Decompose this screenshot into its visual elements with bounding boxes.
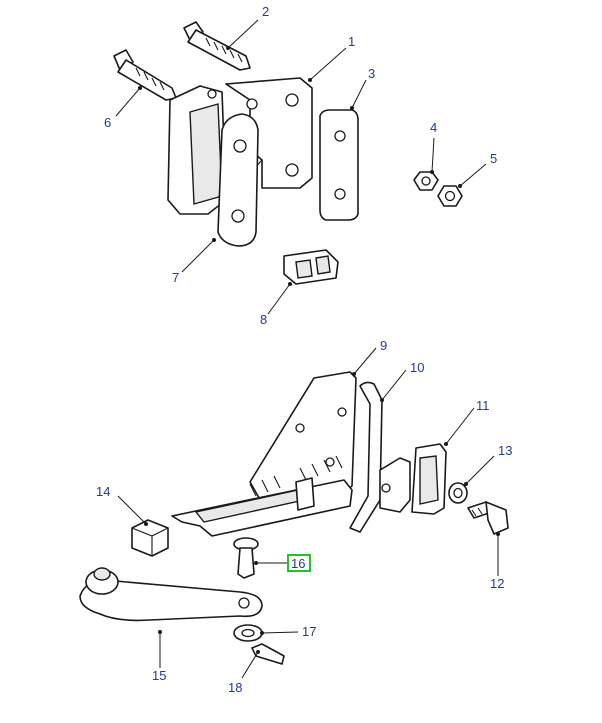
callout-16[interactable]: 16 [291, 556, 305, 571]
part-4-nut[interactable] [413, 171, 439, 191]
callout-15[interactable]: 15 [152, 668, 166, 683]
callout-17[interactable]: 17 [302, 624, 316, 639]
part-10-rod[interactable] [349, 381, 383, 533]
callout-14[interactable]: 14 [96, 484, 110, 499]
callout-12[interactable]: 12 [490, 576, 504, 591]
leader-lines [115, 19, 500, 679]
part-6-bolt[interactable] [113, 49, 177, 101]
part-14-block[interactable] [131, 519, 169, 557]
callout-7[interactable]: 7 [172, 270, 179, 285]
part-9-latch-bracket[interactable] [171, 371, 357, 537]
part-7-hinge-plate[interactable] [217, 113, 259, 247]
part-11-hinge-latch[interactable] [379, 443, 447, 515]
callout-6[interactable]: 6 [104, 115, 111, 130]
callout-11[interactable]: 11 [476, 398, 490, 413]
part-3-plate[interactable] [319, 109, 359, 221]
callout-9[interactable]: 9 [380, 338, 387, 353]
callout-1[interactable]: 1 [348, 34, 355, 49]
callouts: 2 1 3 4 5 6 7 8 9 10 11 13 12 14 15 17 1… [96, 4, 512, 695]
callout-3[interactable]: 3 [368, 66, 375, 81]
callout-10[interactable]: 10 [410, 360, 424, 375]
part-12-bolt[interactable] [467, 501, 509, 535]
part-18-clip[interactable] [251, 643, 285, 665]
part-15-arm[interactable] [79, 567, 263, 622]
callout-13[interactable]: 13 [498, 443, 512, 458]
callout-8[interactable]: 8 [260, 312, 267, 327]
callout-4[interactable]: 4 [430, 120, 437, 135]
callout-18[interactable]: 18 [228, 680, 242, 695]
callout-16-highlight-box [287, 554, 311, 572]
part-5-nut[interactable] [437, 185, 463, 207]
part-13-washer[interactable] [448, 482, 468, 504]
part-17-washer[interactable] [233, 624, 263, 642]
part-1-hinge-bracket[interactable] [167, 77, 313, 215]
callout-2[interactable]: 2 [262, 4, 269, 19]
part-16-pin[interactable] [233, 537, 259, 579]
part-8-clip[interactable] [283, 249, 339, 285]
part-2-bolt[interactable] [183, 21, 251, 71]
callout-5[interactable]: 5 [490, 151, 497, 166]
